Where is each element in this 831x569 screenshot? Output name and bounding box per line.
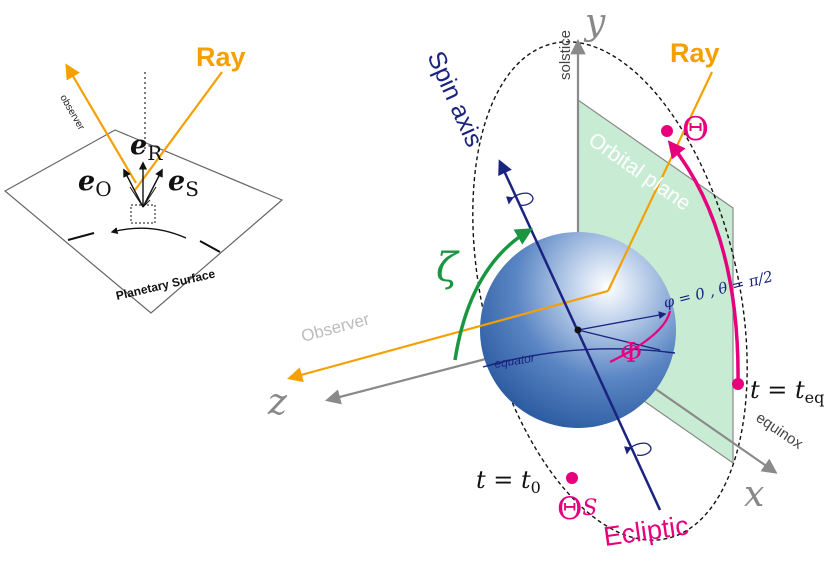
phi-arc [609, 310, 672, 363]
inset-observer-ray [65, 63, 137, 184]
main-diagram: Ray Spin axis Orbital plane solstice y e… [267, 2, 824, 552]
inset-e-o-label: eO [78, 166, 112, 201]
inset-fan-2 [142, 186, 157, 208]
inset-fan-1 [129, 186, 144, 208]
planetary-surface-plane [3, 129, 284, 314]
phi-radius-1 [577, 311, 667, 331]
inset-rotation-arc [110, 227, 187, 239]
e-s-vector [142, 168, 163, 208]
t-eq-point [732, 378, 744, 390]
theta-label: Θ [682, 109, 709, 148]
observer-ray [287, 289, 609, 383]
main-ray-label: Ray [670, 38, 720, 68]
phi-label: Φ [620, 338, 642, 369]
equator-label: equator [493, 351, 536, 371]
ecliptic-label: Ecliptic [602, 510, 691, 552]
t-0-point [566, 472, 578, 484]
inset-e-s-label: eS [168, 166, 199, 201]
inset-ray-label: Ray [196, 42, 246, 72]
solstice-label: solstice [557, 30, 574, 80]
x-axis-label: x [744, 474, 764, 515]
inset-e-r-label: eR [130, 130, 163, 165]
e-o-vector [123, 168, 144, 208]
inset-dash-right [199, 240, 221, 253]
inset-dotted-box [130, 204, 156, 224]
inset-fan-3 [142, 199, 151, 208]
y-axis-label: y [583, 2, 606, 43]
t-0-label: t = t0 [476, 466, 541, 497]
equator-line [482, 348, 676, 368]
zeta-arc [453, 228, 534, 361]
t-eq-label: t = teq [750, 376, 824, 407]
spin-rotation-bottom [624, 442, 652, 456]
phi-radius-2 [577, 329, 661, 351]
incoming-ray [607, 71, 713, 292]
origin-point [574, 326, 582, 334]
zeta-label: ζ [436, 245, 460, 291]
theta-point [661, 125, 673, 137]
z-axis-label: z [267, 382, 288, 423]
inset-dash-left [67, 232, 95, 241]
theta-arc [667, 140, 740, 385]
inset-incoming-ray [134, 71, 223, 191]
spin-axis-label: Spin axis [422, 47, 489, 151]
equinox-label: equinox [753, 409, 806, 453]
observer-label: Observer [299, 309, 372, 346]
theta-s-label: ΘS [557, 491, 598, 527]
spin-axis [498, 159, 662, 511]
spin-rotation-top [506, 192, 534, 206]
inset-diagram: Ray observer eR eO eS Planetary Surface [3, 42, 284, 314]
inset-observer-label: observer [57, 93, 86, 133]
